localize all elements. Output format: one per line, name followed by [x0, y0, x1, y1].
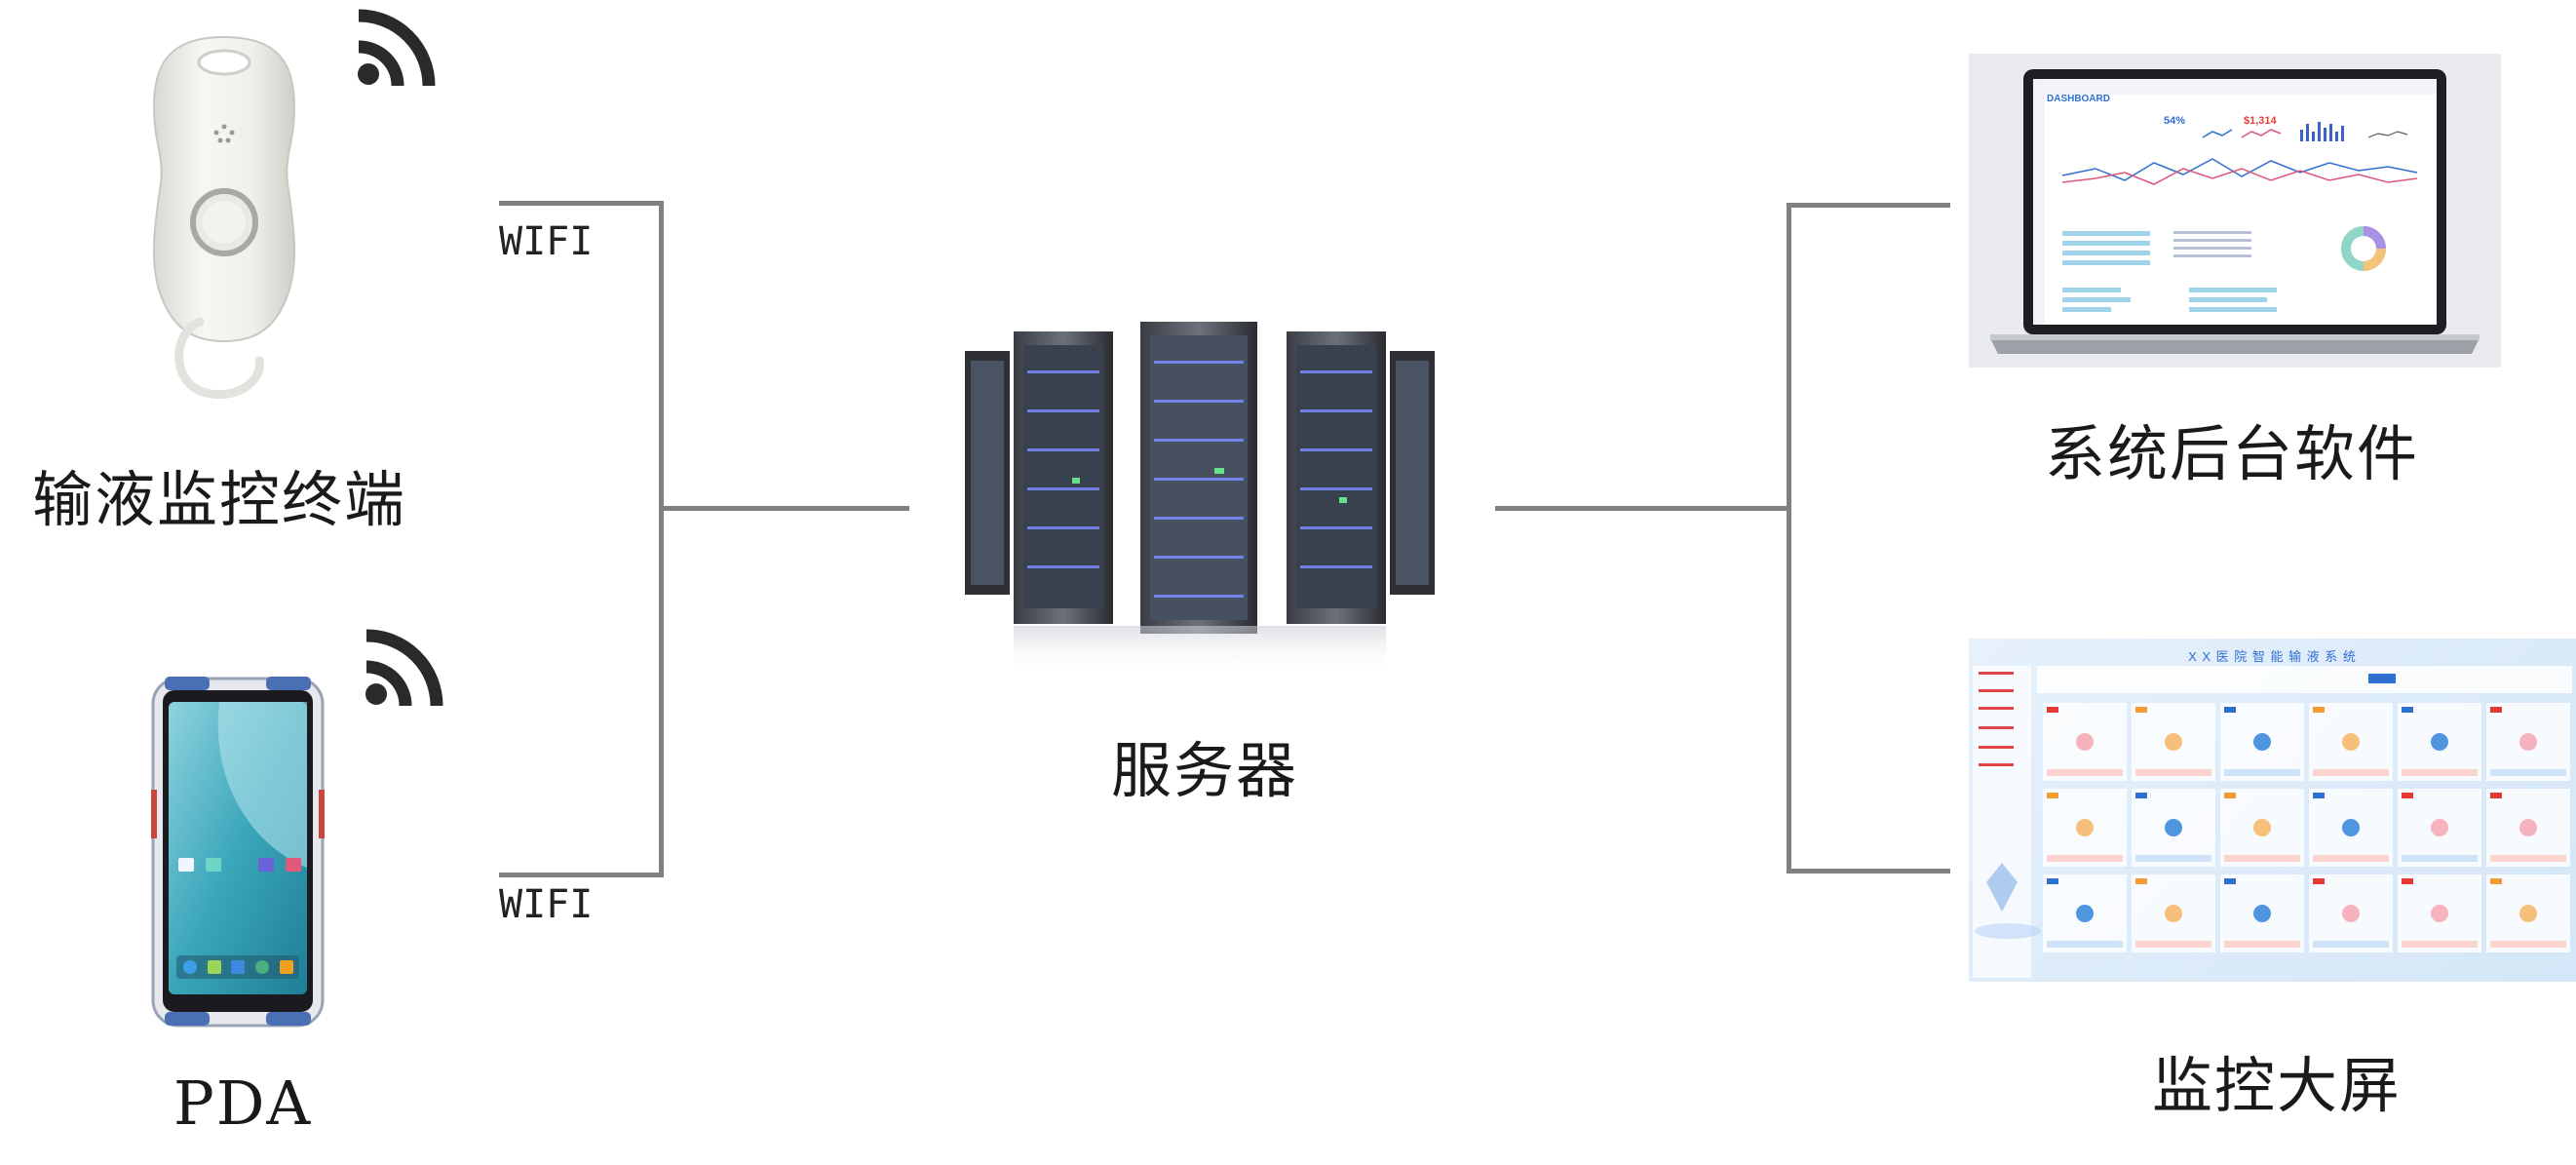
backend-label: 系统后台软件 [2045, 418, 2420, 489]
screen-label: 监控大屏 [2152, 1050, 2403, 1121]
link-left-to-server [659, 506, 909, 511]
pda-label: PDA [173, 1068, 313, 1139]
top-wifi-label: WIFI [499, 219, 594, 264]
wifi-icon [358, 9, 436, 87]
server-racks [965, 322, 1435, 675]
dashboard-title: DASHBOARD [2047, 94, 2110, 104]
pda-device [151, 677, 325, 1028]
link-backend-horizontal [1787, 203, 1950, 208]
monitor-screen: X X 医 院 智 能 输 液 系 统 [1969, 639, 2576, 982]
infusion-terminal-device [152, 35, 296, 400]
bottom-wifi-label: WIFI [499, 882, 594, 927]
server-label: 服务器 [1111, 735, 1299, 806]
link-pda-horizontal [499, 873, 663, 877]
link-server-to-right [1495, 506, 1788, 511]
backend-laptop: DASHBOARD 54% $1,314 [1969, 54, 2501, 368]
link-right-vertical [1787, 203, 1791, 874]
dashboard-value-1: 54% [2164, 115, 2186, 127]
link-left-vertical [659, 201, 664, 877]
wifi-icon [365, 629, 443, 707]
link-terminal-horizontal [499, 201, 663, 206]
terminal-label: 输液监控终端 [32, 464, 407, 535]
monitor-title: X X 医 院 智 能 输 液 系 统 [2188, 649, 2357, 664]
dashboard-value-2: $1,314 [2244, 115, 2277, 127]
link-screen-horizontal [1787, 869, 1950, 874]
